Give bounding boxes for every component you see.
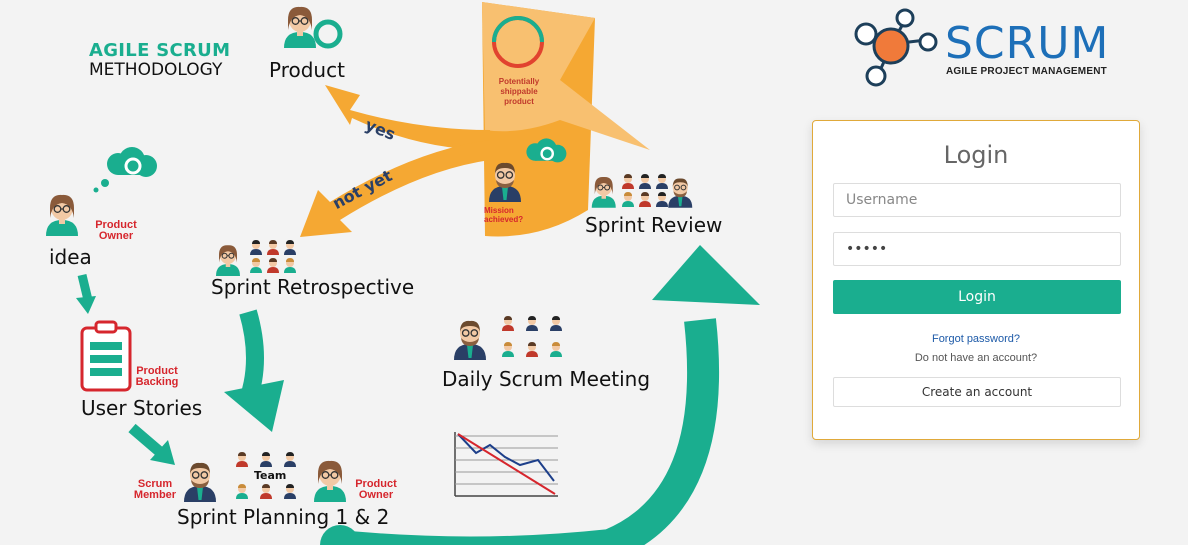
- logo-title: SCRUM: [945, 18, 1110, 69]
- label-daily-scrum: Daily Scrum Meeting: [442, 367, 651, 391]
- note-team: Team: [254, 469, 287, 482]
- note-product-owner: Product Owner: [95, 219, 137, 242]
- not-yet-arrow: [300, 140, 490, 237]
- username-input[interactable]: [833, 183, 1121, 217]
- label-sprint-retrospective: Sprint Retrospective: [211, 275, 415, 299]
- logo-subtitle: AGILE PROJECT MANAGEMENT: [946, 66, 1107, 77]
- create-account-button[interactable]: Create an account: [833, 377, 1121, 407]
- login-title: Login: [943, 141, 1009, 169]
- no-account-text: Do not have an account?: [914, 352, 1038, 364]
- label-sprint-review: Sprint Review: [585, 213, 723, 237]
- note-mission-achieved: Mission achieved?: [484, 206, 524, 224]
- cycle-arrowhead: [652, 245, 760, 305]
- label-sprint-planning: Sprint Planning 1 & 2: [177, 505, 390, 529]
- password-input[interactable]: [833, 232, 1121, 266]
- login-panel: Login Login Forgot password? Do not have…: [812, 120, 1140, 440]
- heading-methodology: METHODOLOGY: [89, 60, 223, 80]
- label-idea: idea: [49, 245, 92, 269]
- note-scrum-member: Scrum Member: [133, 478, 177, 501]
- login-button[interactable]: Login: [833, 280, 1121, 314]
- yes-arrow: [325, 85, 490, 150]
- note-potentially-shippable: Potentially shippable product: [498, 77, 540, 106]
- note-product-backing: Product Backing: [135, 365, 179, 388]
- label-product: Product: [269, 58, 345, 82]
- forgot-password-link[interactable]: Forgot password?: [931, 333, 1021, 345]
- note-product-owner-2: Product Owner: [355, 478, 397, 501]
- scrum-logo-icon: [854, 8, 938, 87]
- label-user-stories: User Stories: [81, 396, 203, 420]
- burndown-chart-icon: [454, 432, 558, 497]
- heading-agile-scrum: AGILE SCRUM: [89, 40, 231, 61]
- clipboard-icon: [80, 320, 132, 392]
- stories-arrow: [128, 423, 164, 457]
- idea-arrow: [77, 273, 93, 302]
- cycle-arc: [330, 318, 720, 545]
